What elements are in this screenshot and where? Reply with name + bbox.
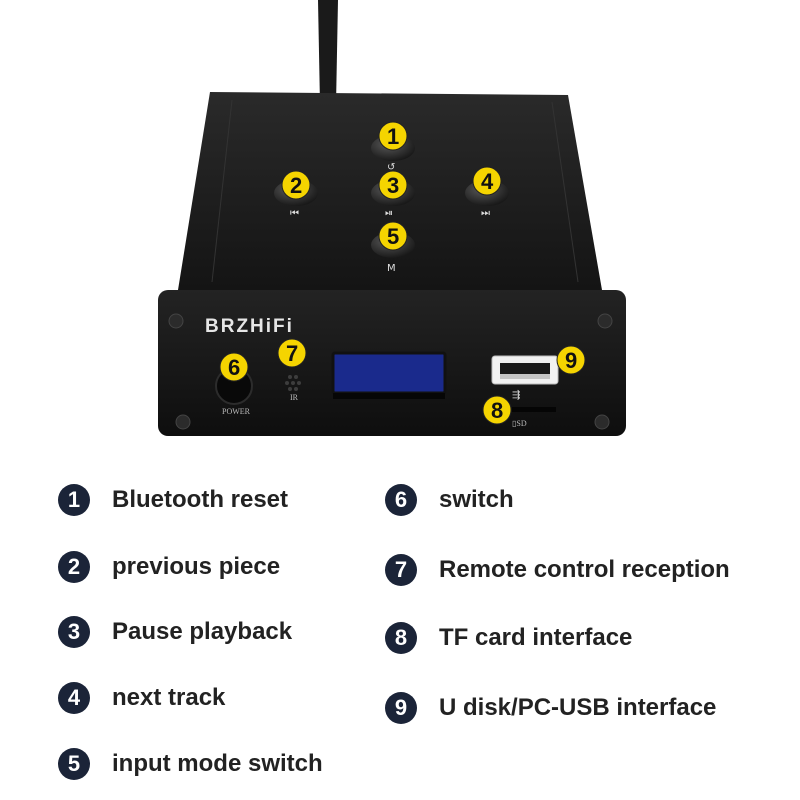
legend-item: 2 previous piece [58,549,280,585]
legend-item: 3 Pause playback [58,614,292,650]
callout-marker: 3 [378,170,408,200]
callout-marker: 5 [378,221,408,251]
callout-marker: 6 [219,352,249,382]
legend-label: previous piece [112,553,281,580]
tf-card-icon: ▯SD [512,419,527,428]
legend-label: Remote control reception [439,556,730,583]
legend-label: Pause playback [112,618,293,645]
legend-number-badge: 9 [385,692,417,724]
device-illustration: BRZHiFi POWER IR ⇶ ▯SD ↺ ⏮ ⏯ ⏭ M 1 [158,0,626,436]
legend-item: 8 TF card interface [385,620,632,656]
legend-number-badge: 1 [58,484,90,516]
legend-number-badge: 3 [58,616,90,648]
svg-text:1: 1 [387,124,399,149]
legend-number-badge: 5 [58,748,90,780]
next-track-icon: ⏭ [481,208,490,219]
legend-label: Bluetooth reset [112,486,289,513]
svg-text:3: 3 [387,173,399,198]
screw [597,313,613,329]
callout-marker: 1 [378,121,408,151]
legend-item: 4 next track [58,680,225,716]
legend-label: input mode switch [112,750,323,777]
legend-item: 7 Remote control reception [385,552,730,588]
legend-label: switch [439,486,514,513]
screw [175,414,191,430]
play-pause-icon: ⏯ [385,208,393,219]
legend-label: TF card interface [439,624,633,651]
legend-number-badge: 2 [58,551,90,583]
callout-marker: 7 [277,338,307,368]
legend-label: U disk/PC-USB interface [439,694,717,721]
legend-number-badge: 4 [58,682,90,714]
legend-number-badge: 8 [385,622,417,654]
svg-text:6: 6 [228,355,240,380]
power-label: POWER [222,407,251,416]
antenna [318,0,338,105]
legend-item: 5 input mode switch [58,746,323,782]
screw [168,313,184,329]
screw [594,414,610,430]
svg-text:9: 9 [565,348,577,373]
legend-item: 6 switch [385,482,514,518]
svg-text:2: 2 [290,173,302,198]
callout-marker: 8 [482,395,512,425]
callout-marker: 2 [281,170,311,200]
usb-icon: ⇶ [512,389,520,401]
ir-label: IR [290,393,299,402]
legend-number-badge: 6 [385,484,417,516]
callout-marker: 9 [556,345,586,375]
oled-display [331,351,447,395]
power-reset-icon: ↺ [387,162,395,173]
legend-item: 9 U disk/PC-USB interface [385,690,716,726]
legend-item: 1 Bluetooth reset [58,482,288,518]
svg-text:4: 4 [481,169,494,194]
legend-number-badge: 7 [385,554,417,586]
mode-icon: M [387,263,396,274]
svg-text:7: 7 [286,341,298,366]
previous-track-icon: ⏮ [290,208,299,219]
brand-logo: BRZHiFi [205,316,294,337]
feature-legend: 1 Bluetooth reset 2 previous piece 3 Pau… [0,470,800,800]
legend-label: next track [112,684,226,711]
callout-marker: 4 [472,166,502,196]
svg-text:8: 8 [491,398,503,423]
ir-receiver [285,375,301,391]
tf-card-slot [512,407,556,412]
svg-text:5: 5 [387,224,399,249]
